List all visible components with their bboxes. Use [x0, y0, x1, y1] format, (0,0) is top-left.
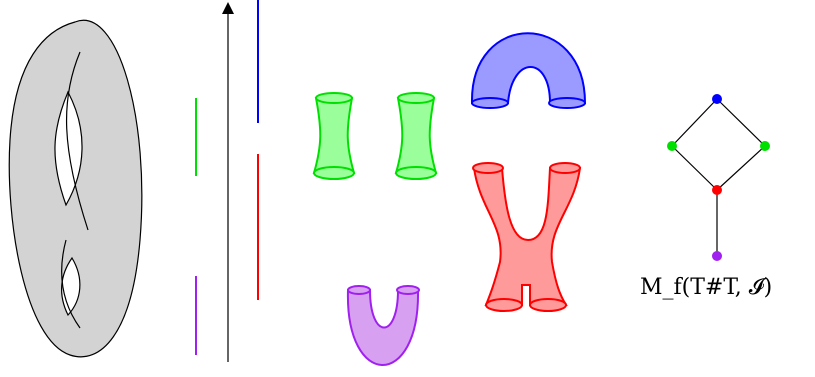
node-green-right: [760, 141, 770, 151]
green-cylinder-right: [396, 93, 436, 179]
edge-right-middle: [717, 146, 765, 190]
double-torus-surface: [9, 20, 142, 357]
purple-cup-piece: [348, 286, 419, 365]
graph-label: M_f(T#T, 𝓘): [640, 275, 815, 300]
green-cylinder-left: [314, 93, 354, 179]
critical-point-graph: [667, 94, 770, 261]
node-green-left: [667, 141, 677, 151]
blue-cap-piece: [472, 33, 585, 108]
node-red: [712, 185, 722, 195]
edge-left-middle: [672, 146, 717, 190]
node-purple: [712, 251, 722, 261]
node-blue: [712, 94, 722, 104]
edge-top-right: [717, 99, 765, 146]
edge-top-left: [672, 99, 717, 146]
red-saddle-piece: [473, 163, 580, 311]
